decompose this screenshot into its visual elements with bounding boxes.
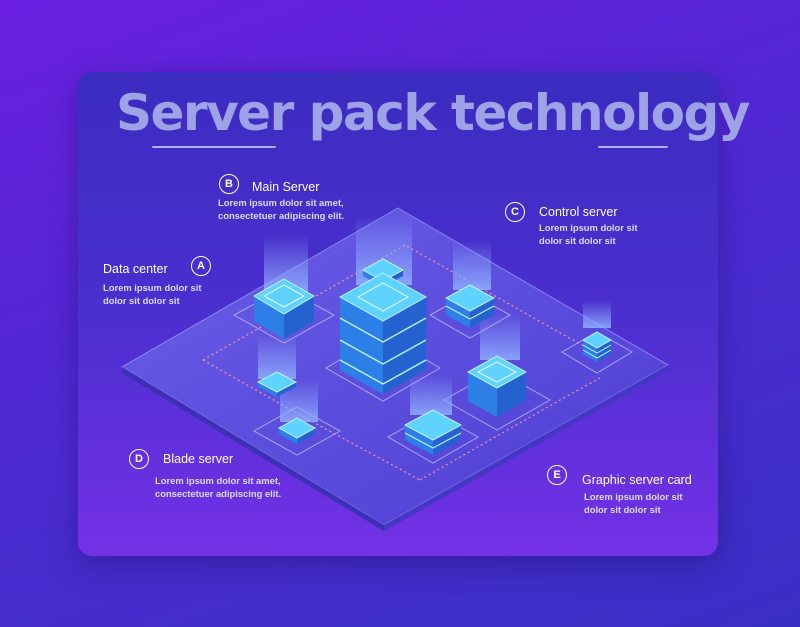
server-control [444,284,496,328]
label-a-desc-line1: Lorem ipsum dolor sit [103,282,202,293]
server-blade [277,417,317,444]
label-c-desc-line2: dolor sit dolor sit [539,235,616,246]
label-d-badge: D [129,449,149,469]
label-d-desc-line1: Lorem ipsum dolor sit amet, [155,475,281,486]
label-d-title: Blade server [163,452,234,466]
label-b-badge: B [219,174,239,194]
label-a-title: Data center [103,262,168,276]
label-a-desc-line2: dolor sit dolor sit [103,295,180,306]
label-c-badge: C [505,202,525,222]
tile [386,411,480,464]
beam [410,375,452,415]
server-cube-right [466,355,528,417]
beam [453,240,491,290]
beam [583,300,611,328]
tile [428,292,512,339]
label-e-title: Graphic server card [582,473,692,487]
title-underline-right [598,146,668,148]
label-b-title: Main Server [252,180,320,194]
title-underline-left [152,146,276,148]
page-title: Server pack technology [116,84,750,142]
beam [480,315,520,360]
tile [252,406,342,456]
server-bottom [403,409,463,455]
label-e-desc-line1: Lorem ipsum dolor sit [584,491,683,502]
platform-edge [384,365,668,531]
label-e-badge: E [547,465,567,485]
label-e-desc-line2: dolor sit dolor sit [584,504,661,515]
label-b-desc-line2: consectetuer adipiscing elit. [218,210,345,221]
server-graphic-card [581,331,613,362]
label-a-badge: A [191,256,211,276]
tile [442,369,552,431]
platform-edge [122,367,384,531]
label-c-desc-line1: Lorem ipsum dolor sit [539,222,638,233]
label-c-title: Control server [539,205,618,219]
label-d-desc-line2: consectetuer adipiscing elit. [155,488,282,499]
connector [419,377,601,481]
label-b-desc-line1: Lorem ipsum dolor sit amet, [218,197,344,208]
server-blade-upper [256,371,298,397]
server-main [338,272,428,394]
tile [561,331,633,374]
server-data-center [253,278,315,339]
